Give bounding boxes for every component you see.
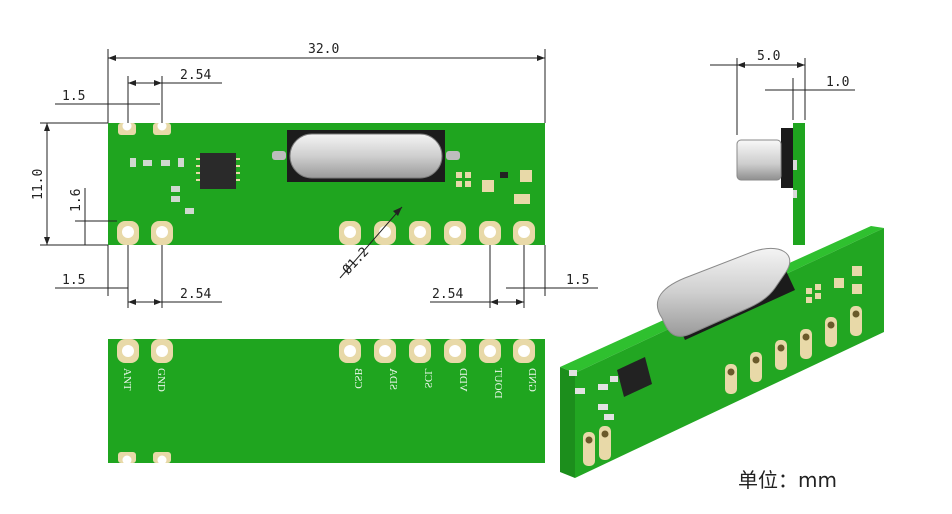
unit-label: 单位：mm bbox=[738, 468, 837, 492]
side-pcb bbox=[793, 123, 805, 245]
pin-label-gnd-left: GND bbox=[155, 368, 167, 392]
side-view bbox=[736, 123, 805, 245]
dim-pitch-bottom-left: 2.54 bbox=[180, 287, 211, 302]
dim-offset-bottom-right: 1.5 bbox=[566, 273, 589, 288]
dim-pad-height: 1.6 bbox=[69, 189, 84, 212]
pin-label-dout: DOUT bbox=[492, 368, 504, 399]
dim-length: 32.0 bbox=[308, 42, 339, 57]
crystal bbox=[289, 133, 443, 179]
dim-side-thickness: 5.0 bbox=[757, 49, 780, 64]
iso-crystal bbox=[656, 247, 791, 337]
pin-label-csb: CSB bbox=[352, 368, 364, 389]
top-edge-pads bbox=[118, 121, 171, 135]
dimension-arrows bbox=[44, 55, 805, 305]
dim-pitch-top: 2.54 bbox=[180, 68, 211, 83]
pin-label-ant: ANT bbox=[121, 368, 133, 391]
dimension-labels: 32.0 2.54 1.5 11.0 1.6 1.5 2.54 2.54 1.5… bbox=[31, 42, 849, 302]
top-pin-pads bbox=[117, 221, 535, 245]
top-components bbox=[130, 130, 532, 214]
iso-ic-chip bbox=[617, 357, 652, 397]
dim-offset-bottom-left: 1.5 bbox=[62, 273, 85, 288]
bottom-edge-pads bbox=[118, 452, 171, 465]
side-crystal bbox=[736, 139, 782, 181]
bottom-pcb bbox=[108, 339, 545, 463]
pin-label-gnd-right: GND bbox=[526, 368, 538, 392]
dim-hole-diameter: Ø1.2 bbox=[340, 245, 372, 278]
dim-side-board: 1.0 bbox=[826, 75, 849, 90]
pin-label-scl: SCL bbox=[422, 368, 434, 388]
pin-label-sda: SDA bbox=[387, 368, 399, 390]
bottom-view: ANT GND CSB SDA SCL VDD DOUT GND bbox=[108, 339, 545, 465]
top-view: Ø1.2 bbox=[108, 121, 545, 279]
dim-pitch-bottom-right: 2.54 bbox=[432, 287, 463, 302]
pin-label-vdd: VDD bbox=[457, 368, 469, 392]
pin-labels: ANT GND CSB SDA SCL VDD DOUT GND bbox=[121, 368, 538, 399]
iso-pcb-face bbox=[560, 367, 575, 478]
dimensions bbox=[40, 49, 855, 308]
isometric-view bbox=[560, 226, 884, 478]
dim-height: 11.0 bbox=[31, 169, 46, 200]
bottom-pin-pads bbox=[117, 339, 535, 363]
ic-chip bbox=[200, 153, 236, 189]
dim-offset-top: 1.5 bbox=[62, 89, 85, 104]
